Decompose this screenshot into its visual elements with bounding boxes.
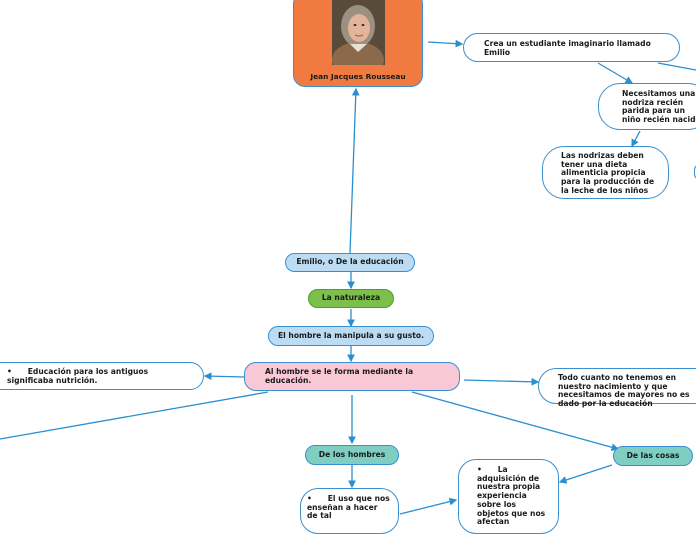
edge-forma-nacimiento xyxy=(463,377,540,386)
edge-nodriza-dieta xyxy=(631,130,641,148)
node-antiguos[interactable]: • Educación para los antiguos significab… xyxy=(0,362,204,390)
edge-forma-antiguos xyxy=(203,372,245,381)
connector-lines xyxy=(0,39,696,515)
edge-cosas-adquisicion xyxy=(558,464,613,484)
edge-estudiante-nodriza xyxy=(597,62,634,84)
bullet-icon: • xyxy=(477,465,498,474)
node-naturaleza[interactable]: La naturaleza xyxy=(308,289,394,308)
root-label: Jean Jacques Rousseau xyxy=(310,72,406,81)
node-emilio[interactable]: Emilio, o De la educación xyxy=(285,253,415,272)
node-antiguos-text: Educación para los antiguos significaba … xyxy=(7,367,149,385)
node-adquisicion-text: La adquisición de nuestra propia experie… xyxy=(477,465,546,527)
node-manipula[interactable]: El hombre la manipula a su gusto. xyxy=(268,326,434,346)
edge-forma-offscreen xyxy=(0,391,269,440)
node-nacimiento[interactable]: Todo cuanto no tenemos en nuestro nacimi… xyxy=(538,368,696,408)
bullet-icon: • xyxy=(307,494,328,503)
edge-root-estudiante xyxy=(427,39,464,48)
edge-forma-cosas xyxy=(411,391,620,452)
node-forma[interactable]: Al hombre se le forma mediante la educac… xyxy=(244,362,460,391)
node-adquisicion[interactable]: • La adquisición de nuestra propia exper… xyxy=(458,459,559,534)
root-node-rousseau[interactable]: Jean Jacques Rousseau xyxy=(293,0,423,87)
node-dieta[interactable]: Las nodrizas deben tener una dieta alime… xyxy=(542,146,669,199)
edge-uso-adquisicion xyxy=(399,497,458,515)
node-nodriza[interactable]: Necesitamos una nodriza recién parida pa… xyxy=(598,83,696,130)
node-estudiante[interactable]: Crea un estudiante imaginario llamado Em… xyxy=(463,33,680,62)
edge-estudiante-offscreen xyxy=(657,62,696,71)
node-cosas[interactable]: De las cosas xyxy=(613,446,693,466)
edge-emilio-root xyxy=(349,87,360,254)
portrait-of-rousseau xyxy=(332,0,385,65)
node-uso-text: El uso que nos enseñan a hacer de tal xyxy=(307,494,390,521)
node-hombres[interactable]: De los hombres xyxy=(305,445,399,465)
node-uso[interactable]: • El uso que nos enseñan a hacer de tal xyxy=(300,488,399,534)
bullet-icon: • xyxy=(7,367,28,376)
